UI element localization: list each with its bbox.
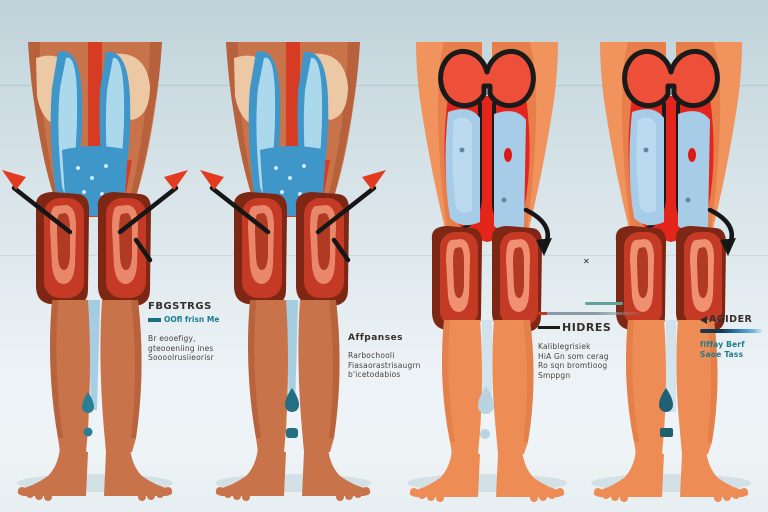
drip-icon-pair-4 bbox=[659, 388, 673, 437]
label-1-subheading: OOfl frisn Me bbox=[164, 315, 220, 324]
label-2-line: Rarbochooli bbox=[348, 351, 395, 360]
label-3-heading: HIDRES bbox=[562, 321, 612, 334]
teal-dash-icon bbox=[585, 302, 623, 305]
x-mark-icon: ✕ bbox=[583, 257, 590, 266]
label-4-heading: AGIDER bbox=[709, 314, 753, 325]
label-1-line: Soooolrusiieorisr bbox=[148, 353, 214, 362]
label-2-line: b'icetodabios bbox=[348, 370, 401, 379]
background-band-line bbox=[0, 85, 768, 86]
background-band-line bbox=[0, 255, 768, 256]
label-4-line: Saoe Tass bbox=[700, 349, 744, 359]
black-dash-icon bbox=[538, 326, 560, 329]
blue-pointer-line-icon bbox=[700, 329, 762, 333]
label-block-2: Affpanses Rarbochooli Fiasaorastrisaugrn… bbox=[348, 333, 452, 380]
pointer-line-icon bbox=[538, 312, 644, 315]
label-4-line: fiffay Berf bbox=[700, 340, 745, 349]
label-block-4: AGIDER fiffay Berf Saoe Tass bbox=[700, 314, 768, 359]
label-2-heading: Affpanses bbox=[348, 333, 404, 343]
drip-icon-pair-2 bbox=[285, 388, 299, 438]
label-2-line: Fiasaorastrisaugrn bbox=[348, 360, 421, 370]
label-1-line: Br eooefigy, bbox=[148, 334, 196, 343]
left-arrowhead-icon bbox=[700, 315, 707, 324]
label-1-line: gteooeniing ines bbox=[148, 343, 214, 353]
leg-pair-1 bbox=[2, 42, 188, 501]
label-block-1: FBGSTRGS OOfl frisn Me Br eooefigy, gteo… bbox=[148, 301, 252, 363]
label-3-line: Ro sqn bromtioog bbox=[538, 361, 608, 370]
label-1-heading: FBGSTRGS bbox=[148, 301, 212, 312]
label-3-line: HiA Gn som cerag bbox=[538, 351, 609, 361]
label-3-line: Kaliblegrisiek bbox=[538, 342, 591, 351]
drip-icon-pair-1 bbox=[82, 392, 94, 437]
teal-bar-icon bbox=[148, 317, 161, 322]
drip-icon-pair-3 bbox=[478, 386, 494, 439]
label-3-line: Smppgn bbox=[538, 370, 571, 380]
label-block-3: HIDRES Kaliblegrisiek HiA Gn som cerag R… bbox=[538, 302, 650, 380]
